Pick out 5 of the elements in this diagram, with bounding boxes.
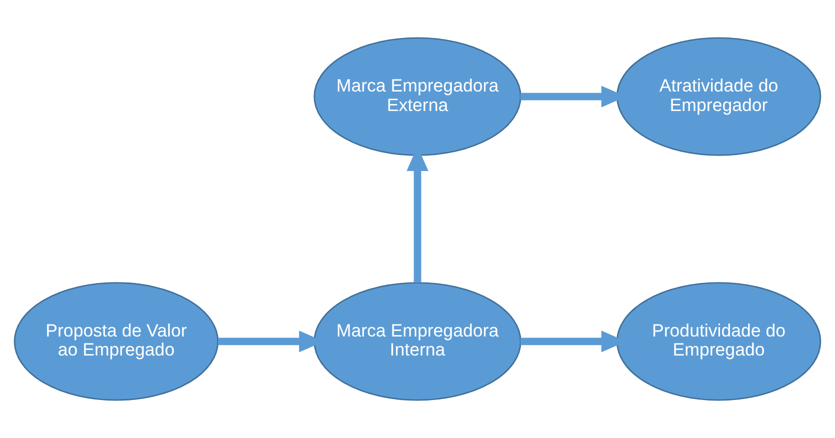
node-ellipse: Atratividade do Empregador — [616, 37, 822, 156]
node-ellipse: Marca Empregadora Interna — [314, 282, 522, 401]
node-ellipse: Proposta de Valor ao Empregado — [14, 282, 219, 401]
node-ellipse: Marca Empregadora Externa — [314, 37, 522, 156]
node-ellipse: Produtividade do Empregado — [616, 282, 822, 401]
